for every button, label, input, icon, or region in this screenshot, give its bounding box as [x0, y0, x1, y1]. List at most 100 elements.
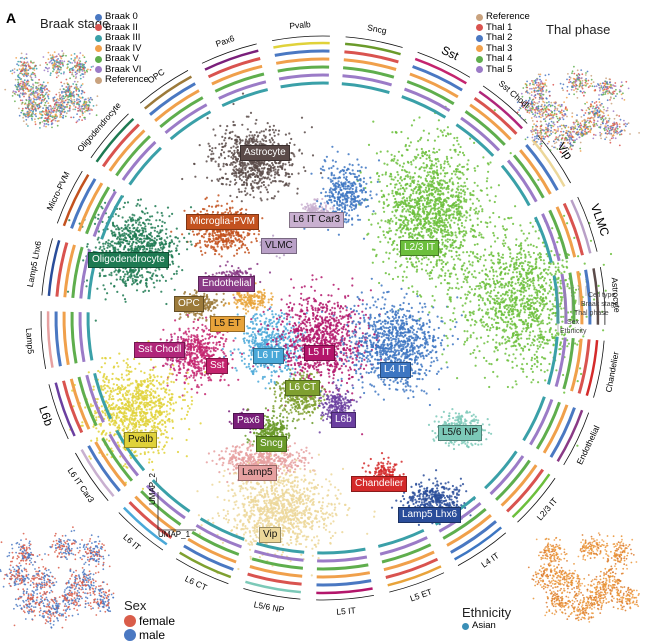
ring-segment	[378, 530, 444, 592]
cluster-label-endothelial: Endothelial	[198, 276, 255, 292]
ring-row-key-item: Ethnicity	[560, 328, 586, 335]
ring-celltype-bar	[316, 589, 372, 593]
ring-celltype-bar	[48, 311, 52, 367]
ring-segment	[316, 549, 374, 600]
cluster-label-microglia-pvm: Microglia-PVM	[186, 214, 259, 230]
ring-row-key-item: Thal phase	[574, 310, 609, 317]
cluster-label-astrocyte: Astrocyte	[240, 145, 290, 161]
braak-mini-umap	[4, 50, 98, 129]
cluster-label-sst-chodl: Sst Chodl	[134, 342, 185, 358]
cluster-label-l5-it: L5 IT	[304, 345, 335, 361]
cluster-l2-3-it-points	[357, 106, 540, 320]
thal-legend-label: Thal 2	[486, 33, 512, 44]
cluster-label-l6-it-car3: L6 IT Car3	[289, 212, 344, 228]
cluster-label-l5-6-np: L5/6 NP	[438, 425, 482, 441]
ethnicity-legend-swatch	[462, 623, 469, 630]
cluster-l4-it-points	[320, 278, 463, 406]
cluster-label-opc: OPC	[174, 296, 204, 312]
cluster-label-lamp5: Lamp5	[238, 465, 277, 481]
braak-legend-swatch	[95, 77, 102, 84]
ethnicity-legend-label: Asian	[472, 621, 496, 632]
thal-legend-swatch	[476, 56, 483, 63]
ring-segment	[202, 44, 268, 106]
thal-legend-item: Thal 5	[476, 65, 530, 76]
braak-legend-item: Braak V	[95, 54, 149, 65]
braak-legend-item: Braak III	[95, 33, 149, 44]
sex-mini-umap	[0, 526, 114, 628]
cluster-label-vlmc: VLMC	[261, 238, 297, 254]
braak-legend-swatch	[95, 24, 102, 31]
sex-legend-swatch	[124, 629, 136, 641]
ring-segment	[402, 52, 470, 117]
cluster-label-sst: Sst	[206, 358, 228, 374]
ethnicity-legend: Asian	[462, 621, 496, 632]
ring-label-l5-it: L5 IT	[336, 605, 356, 616]
ethnicity-legend-title: Ethnicity	[462, 605, 511, 620]
ring-tracks	[41, 36, 605, 600]
ethnicity-mini-umap	[528, 532, 640, 623]
ring-segment	[272, 36, 330, 87]
thal-legend-swatch	[476, 24, 483, 31]
cluster-label-sncg: Sncg	[256, 436, 287, 452]
cluster-label-l4-it: L4 IT	[380, 362, 411, 378]
sex-legend-swatch	[124, 615, 136, 627]
umap2-axis-label: UMAP_2	[148, 473, 157, 505]
cluster-label-vip: Vip	[259, 527, 281, 543]
sex-legend-item: female	[124, 614, 175, 628]
braak-legend-swatch	[95, 14, 102, 21]
cluster-label-lamp5-lhx6: Lamp5 Lhx6	[398, 507, 461, 523]
braak-legend-label: Braak V	[105, 54, 139, 65]
braak-legend-swatch	[95, 66, 102, 73]
cluster-label-oligodendrocyte: Oligodendrocyte	[88, 252, 169, 268]
cluster-label-l2-3-it: L2/3 IT	[400, 240, 439, 256]
braak-legend-label: Reference	[105, 75, 149, 86]
cluster-label-l6-ct: L6 CT	[285, 380, 320, 396]
thal-legend-swatch	[476, 35, 483, 42]
cluster-pvalb-points	[69, 340, 206, 490]
ring-segment	[41, 311, 92, 369]
sex-legend-title: Sex	[124, 598, 146, 613]
braak-legend-label: Braak 0	[105, 12, 138, 23]
cluster-label-l5-et: L5 ET	[210, 316, 245, 332]
cluster-label-l6b: L6b	[331, 412, 356, 428]
thal-mini-umap	[517, 66, 640, 154]
thal-legend-label: Thal 4	[486, 54, 512, 65]
sex-legend-label: female	[139, 614, 175, 628]
cluster-label-pax6: Pax6	[233, 413, 264, 429]
thal-legend-swatch	[476, 45, 483, 52]
thal-legend-swatch	[476, 14, 483, 21]
umap1-axis-label: UMAP_1	[158, 530, 190, 539]
ring-label-pvalb: Pvalb	[289, 19, 311, 31]
ring-row-key-item: Sex	[567, 319, 579, 326]
ring-segment	[243, 543, 304, 599]
ring-segment	[42, 238, 98, 299]
braak-legend-swatch	[95, 56, 102, 63]
thal-legend-item: Thal 2	[476, 33, 530, 44]
braak-legend-item: Braak 0	[95, 12, 149, 23]
braak-legend-item: Reference	[95, 75, 149, 86]
braak-legend-swatch	[95, 35, 102, 42]
braak-legend-swatch	[95, 45, 102, 52]
thal-legend-item: Thal 4	[476, 54, 530, 65]
thal-legend-item: Reference	[476, 12, 530, 23]
ring-segment	[548, 337, 604, 398]
thal-legend-title: Thal phase	[546, 22, 610, 37]
cluster-label-chandelier: Chandelier	[351, 476, 407, 492]
thal-legend-label: Reference	[486, 12, 530, 23]
sex-legend-label: male	[139, 628, 165, 642]
cluster-label-pvalb: Pvalb	[124, 432, 157, 448]
ring-label-lamp5: Lamp5	[24, 328, 36, 355]
panel-letter: A	[6, 10, 16, 26]
thal-legend-label: Thal 5	[486, 65, 512, 76]
ring-segment	[342, 37, 403, 93]
cluster-label-l6-it: L6 IT	[253, 348, 284, 364]
braak-legend-label: Braak III	[105, 33, 140, 44]
sex-legend-item: male	[124, 628, 175, 642]
ethnicity-legend-item: Asian	[462, 621, 496, 632]
ring-celltype-bar	[273, 43, 329, 47]
